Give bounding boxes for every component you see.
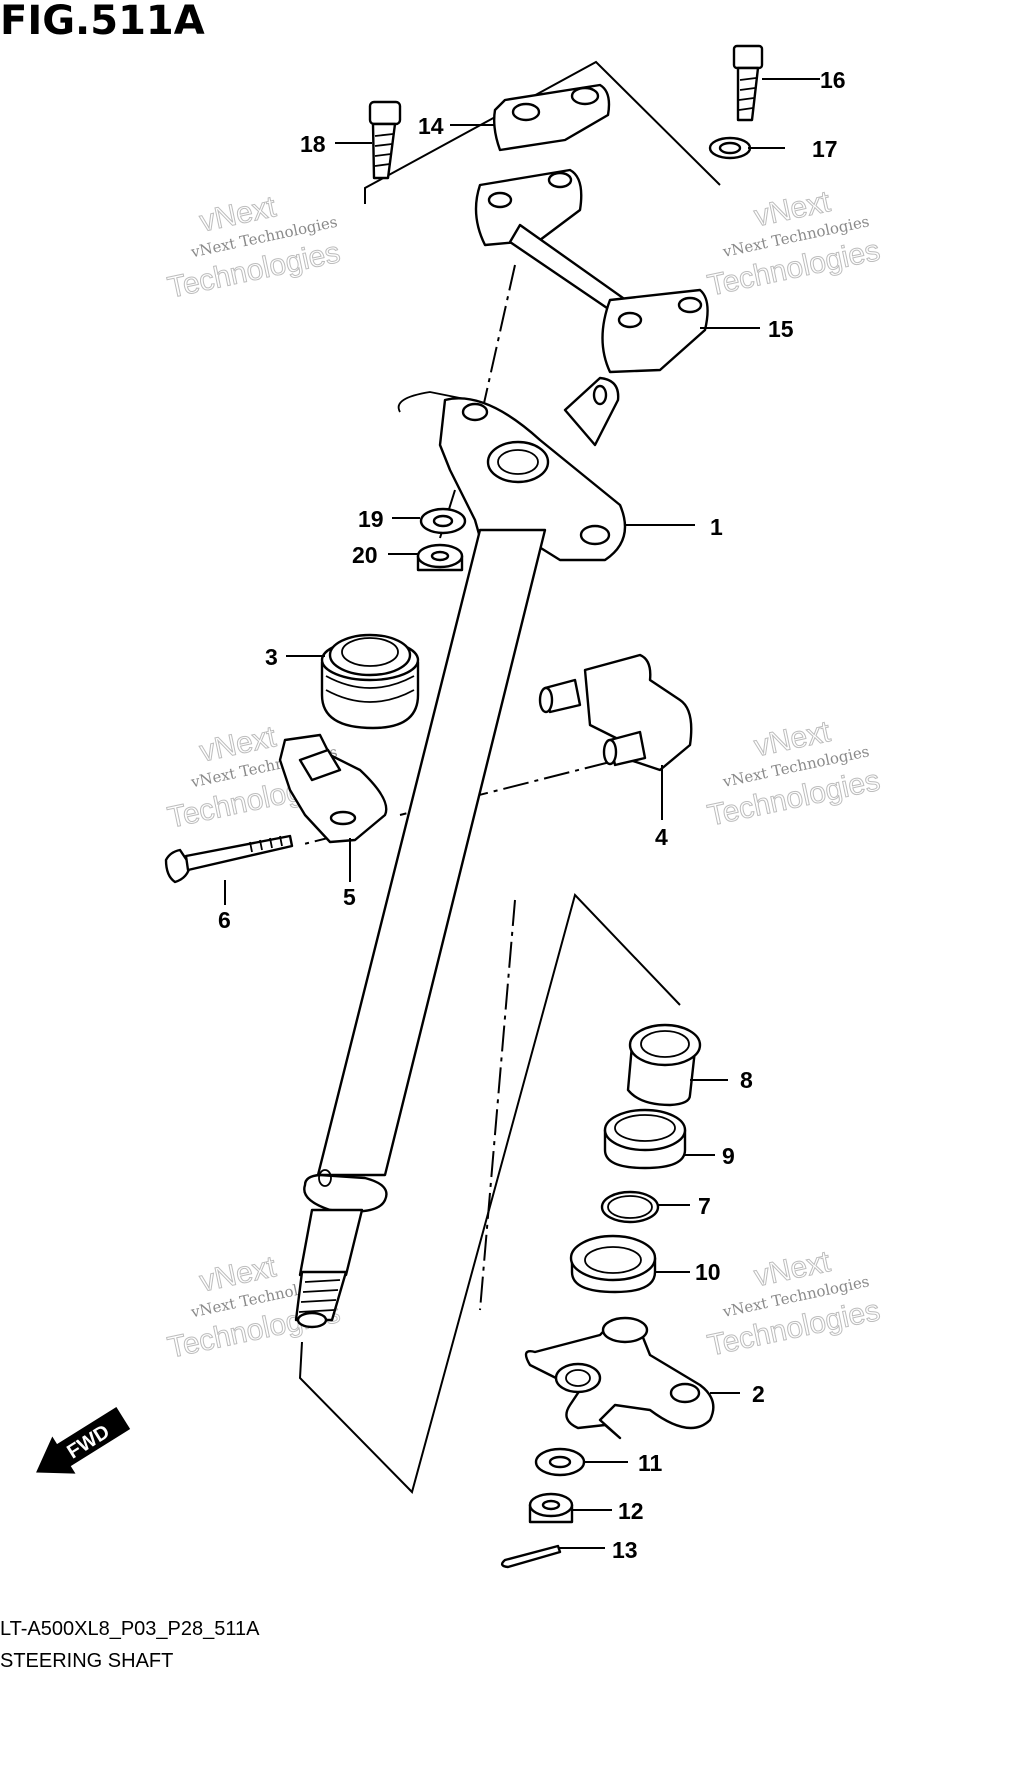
part-10-bearing	[569, 1234, 657, 1294]
part-8-bush	[626, 1023, 702, 1107]
part-19-washer	[419, 507, 467, 535]
callout-7: 7	[698, 1193, 711, 1219]
callout-14: 14	[418, 113, 444, 139]
callout-13: 13	[612, 1537, 638, 1563]
watermark-upper-right: vNext vNext Technologies Technologies	[704, 185, 883, 304]
part-17-washer	[708, 136, 752, 160]
callout-labels: 1 2 3 4 5 6 7 8 9 10 11 12 13 14 15 16 1…	[218, 67, 846, 1563]
callout-18: 18	[300, 131, 326, 157]
steering-shaft-tube	[294, 528, 547, 1329]
part-5-holder	[278, 733, 388, 844]
part-20-nut	[416, 543, 464, 572]
watermark-upper-left: vNext vNext Technologies Technologies	[164, 190, 343, 305]
callout-1: 1	[710, 514, 723, 540]
callout-3: 3	[265, 644, 278, 670]
part-1-upper-bracket	[397, 376, 627, 562]
part-7-o-ring	[600, 1190, 660, 1224]
part-11-washer	[534, 1447, 586, 1477]
part-6-bolt	[164, 834, 294, 884]
callout-15: 15	[768, 316, 794, 342]
centerline-lower	[479, 899, 516, 1311]
watermark-middle-right: vNext vNext Technologies Technologies	[704, 715, 883, 834]
part-18-bolt	[368, 100, 402, 180]
lower-group-outline	[298, 893, 681, 1494]
callout-2: 2	[752, 1381, 765, 1407]
part-13-cotter-pin	[500, 1544, 562, 1569]
callout-12: 12	[618, 1498, 644, 1524]
part-12-nut	[528, 1492, 574, 1524]
callout-10: 10	[695, 1259, 721, 1285]
callout-16: 16	[820, 67, 846, 93]
callout-5: 5	[343, 884, 356, 910]
part-16-bolt	[732, 44, 764, 122]
callout-9: 9	[722, 1143, 735, 1169]
part-14-upper-holder	[492, 83, 611, 152]
callout-19: 19	[358, 506, 384, 532]
part-2-lower-arm	[524, 1316, 715, 1440]
part-4-holder	[538, 653, 693, 772]
callout-4: 4	[655, 824, 668, 850]
leader-lines	[224, 78, 820, 1549]
figure-caption: STEERING SHAFT	[0, 1650, 173, 1672]
model-code: LT-A500XL8_P03_P28_511A	[0, 1618, 260, 1640]
part-9-seal	[603, 1108, 687, 1170]
callout-11: 11	[638, 1450, 663, 1476]
callout-20: 20	[352, 542, 378, 568]
figure-title: FIG.511A	[0, 0, 205, 44]
callout-17: 17	[812, 136, 838, 162]
part-3-bush	[320, 633, 420, 730]
part-15-lower-holder	[474, 168, 709, 374]
watermark-lower-right: vNext vNext Technologies Technologies	[704, 1245, 883, 1364]
callout-6: 6	[218, 907, 231, 933]
forward-arrow-icon: FWD	[36, 1406, 131, 1474]
callout-8: 8	[740, 1067, 753, 1093]
